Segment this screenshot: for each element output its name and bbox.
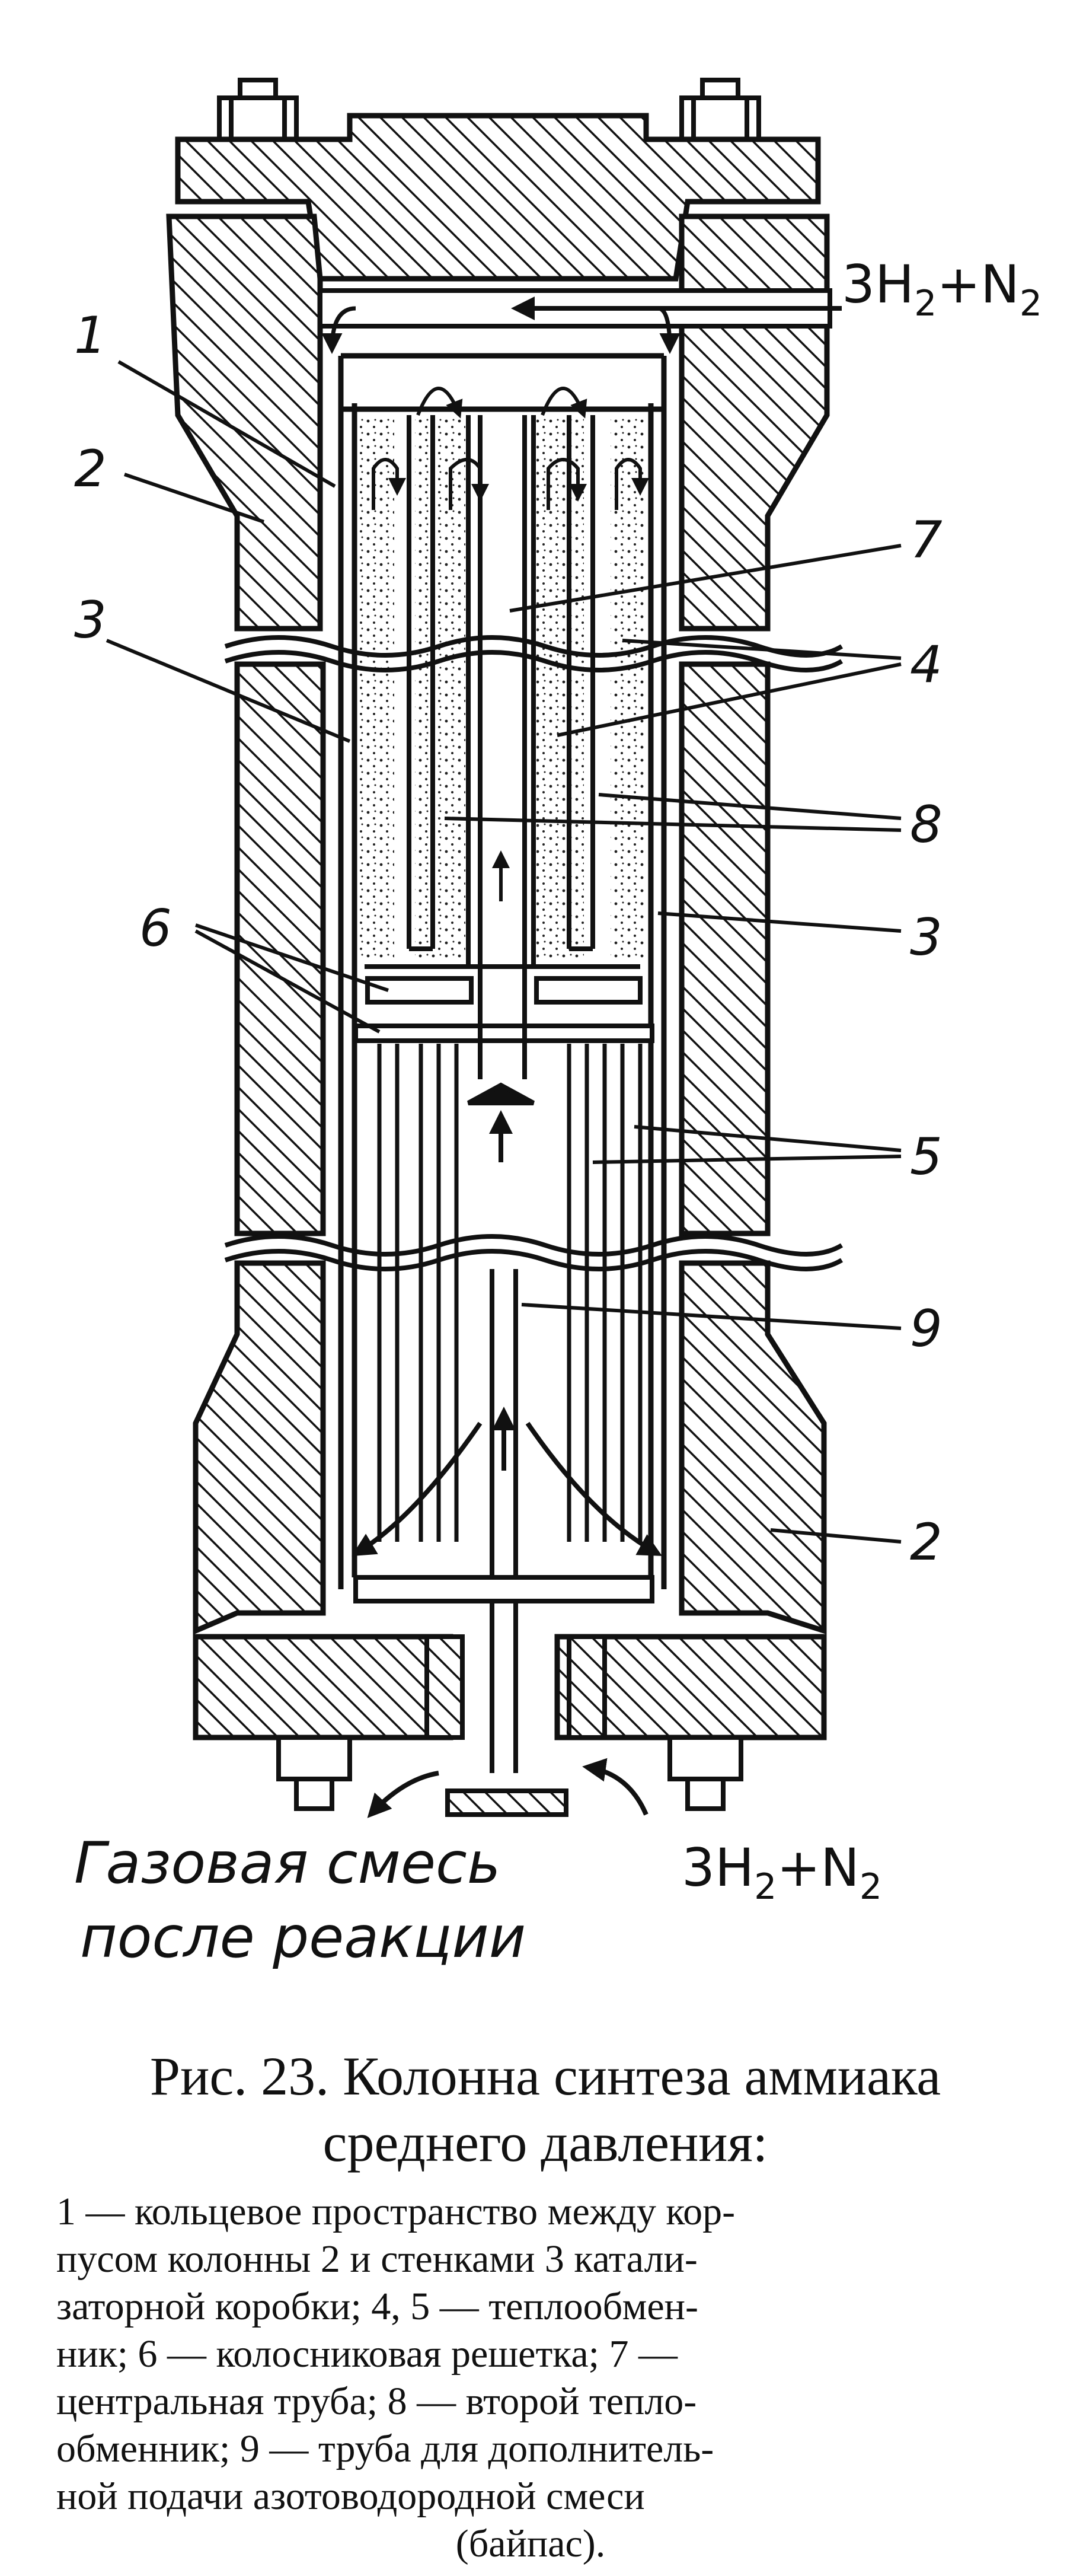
label-4: 4 [910,635,943,694]
label-1: 1 [74,306,107,365]
top-cover [175,113,821,282]
legend-row: ник; 6 — колосниковая решетка; 7 — [56,2332,678,2376]
legend-row: центральная труба; 8 — второй тепло- [56,2380,697,2423]
inlet-formula-bottom: 3H2+N2 [682,1837,882,1908]
label-2-bottom: 2 [910,1513,943,1572]
figure-legend: 1 — кольцевое пространство между кор- пу… [56,2188,1005,2568]
top-bolt-left [217,78,299,145]
label-3-right: 3 [910,908,943,967]
label-3-left: 3 [74,591,107,650]
shell-mid-left [234,661,326,1236]
inlet-formula-top: 3H2+N2 [842,254,1042,324]
label-2-top: 2 [74,439,107,499]
grate [353,976,654,1043]
label-7: 7 [910,511,943,570]
shell-bottom-left [193,1260,326,1635]
label-8: 8 [910,795,943,855]
shell-bottom-right [679,1260,827,1635]
caption-line-2: среднего давления: [322,2112,768,2173]
ammonia-synthesis-column-diagram: 1 2 3 7 4 8 6 3 5 9 2 3H2+N2 3H2+N2 Газо… [74,78,1042,1971]
top-bolt-right [679,78,761,145]
legend-row: обменник; 9 — труба для дополнитель- [56,2427,714,2470]
shell-top-left [166,213,323,632]
heat-exchanger-tubes [377,1044,643,1542]
outlet-label-line2: после реакции [80,1904,526,1971]
bottom-flange [193,1634,827,1740]
bottom-bolt-right [667,1735,743,1811]
legend-row: (байпас). [455,2522,606,2565]
outlet-label-line1: Газовая смесь [74,1830,500,1896]
caption-line-1: Рис. 23. Колонна синтеза аммиака [149,2046,941,2106]
bottom-bolt-left [276,1735,352,1811]
bottom-grate [353,1575,654,1603]
label-5: 5 [910,1127,943,1187]
shell-mid-right [679,661,771,1236]
shell-top-right [679,213,830,632]
label-6: 6 [139,899,172,958]
legend-row: заторной коробки; 4, 5 — теплообмен- [56,2285,698,2328]
legend-row: ной подачи азотоводородной смеси [56,2475,645,2518]
legend-row: 1 — кольцевое пространство между кор- [56,2190,736,2233]
legend-row: пусом колонны 2 и стенками 3 катали- [56,2237,698,2281]
figure-caption: Рис. 23. Колонна синтеза аммиака среднег… [65,2043,1026,2176]
label-9: 9 [910,1299,943,1359]
